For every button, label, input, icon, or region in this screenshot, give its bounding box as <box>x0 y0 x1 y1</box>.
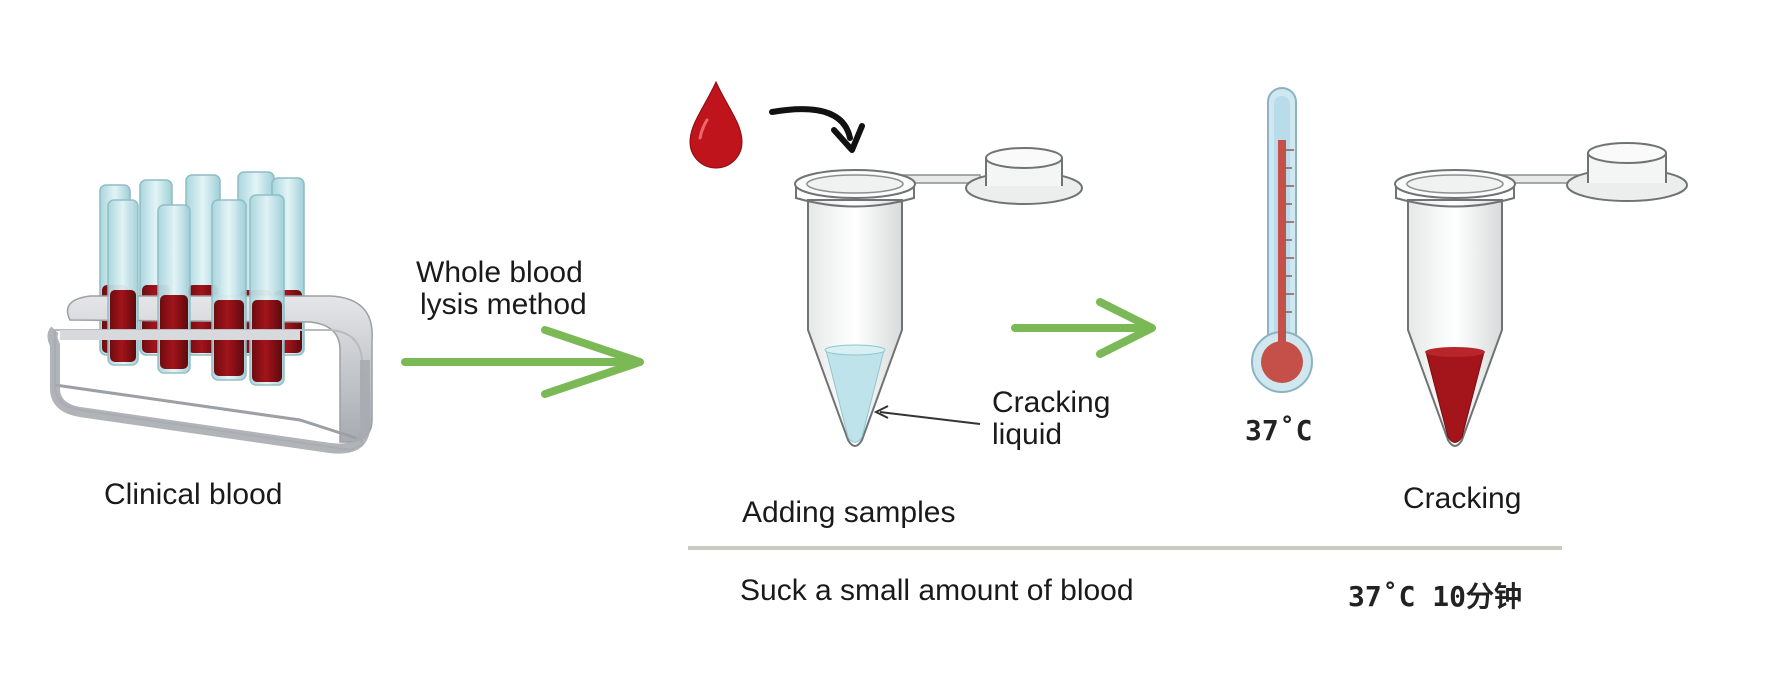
cracking-label: Cracking <box>1403 482 1522 515</box>
suck-blood-label: Suck a small amount of blood <box>740 574 1134 607</box>
clinical-blood-label: Clinical blood <box>104 478 283 511</box>
right-arrow-icon-small <box>1011 298 1156 358</box>
curved-arrow-icon <box>769 106 865 153</box>
thermometer-temp-label: 37˚C <box>1245 414 1313 447</box>
cracking-liquid-label-line1: Cracking <box>992 386 1111 419</box>
cracking-liquid-pointer <box>879 411 981 425</box>
cracking-liquid-label-line2: liquid <box>992 418 1063 451</box>
microcentrifuge-tube-icon-2 <box>1394 142 1688 447</box>
thermometer-icon <box>1251 87 1313 393</box>
incubation-label: 37˚C 10分钟 <box>1348 580 1523 613</box>
test-tube-rack-icon <box>47 171 373 454</box>
method-label-line1: Whole blood <box>416 256 583 289</box>
microcentrifuge-tube-icon <box>794 147 1083 447</box>
right-arrow-icon <box>401 326 644 398</box>
method-label-line2: lysis method <box>420 288 587 321</box>
adding-samples-label: Adding samples <box>742 496 956 529</box>
blood-drop-icon <box>689 80 743 169</box>
